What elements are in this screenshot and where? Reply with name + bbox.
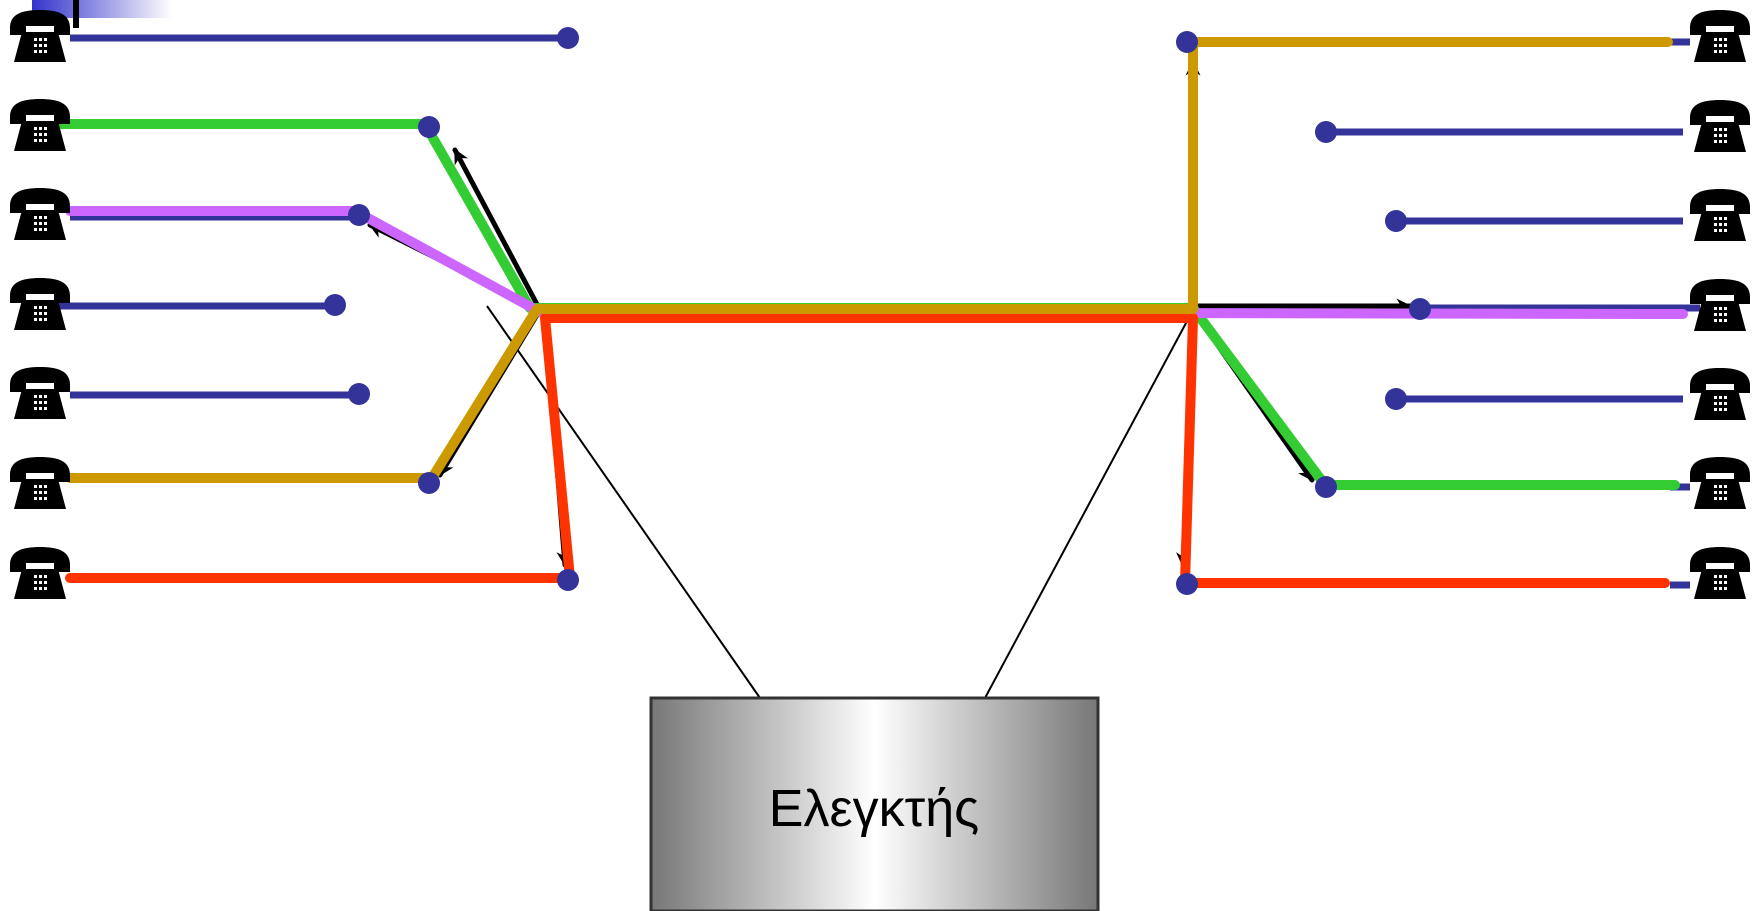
- gold-connection-path: [65, 37, 1673, 483]
- endpoint-right-7: [1176, 573, 1198, 595]
- control-link-right: [984, 309, 1194, 699]
- control-link-left: [486, 305, 761, 699]
- telephone-icon: [10, 547, 70, 599]
- endpoint-left-1: [557, 27, 579, 49]
- telephone-icon: [10, 457, 70, 509]
- endpoint-right-5: [1385, 388, 1407, 410]
- red-connection-path: [65, 313, 1670, 588]
- endpoint-right-3: [1385, 210, 1407, 232]
- control-links: [486, 305, 1194, 699]
- telephone-icon: [1690, 457, 1750, 509]
- telephone-icon: [1690, 368, 1750, 420]
- endpoint-right-4: [1409, 298, 1431, 320]
- idle-lines: [56, 34, 1700, 589]
- telephone-icon: [10, 188, 70, 240]
- telephone-icon: [1690, 100, 1750, 152]
- endpoint-left-4: [324, 294, 346, 316]
- active-paths: [55, 37, 1688, 588]
- endpoint-left-7: [557, 569, 579, 591]
- corner-accent: [32, 0, 172, 18]
- telephone-icon: [10, 367, 70, 419]
- endpoint-left-3: [348, 204, 370, 226]
- violet-connection-path: [65, 206, 1688, 319]
- controller-label: Ελεγκτής: [769, 780, 979, 838]
- telephone-icon: [1690, 10, 1750, 62]
- controller-frame: [649, 696, 1100, 911]
- endpoint-left-5: [348, 383, 370, 405]
- telephone-icon: [1690, 547, 1750, 599]
- endpoint-left-2: [418, 116, 440, 138]
- endpoint-right-1: [1176, 31, 1198, 53]
- endpoint-right-2: [1315, 121, 1337, 143]
- controller-box: Ελεγκτής: [649, 696, 1100, 911]
- arrow-left-green: [452, 147, 543, 313]
- endpoint-left-6: [418, 472, 440, 494]
- endpoints: [324, 27, 1431, 595]
- endpoint-right-6: [1315, 476, 1337, 498]
- corner-accent-bar: [73, 0, 79, 28]
- telephone-icon: [1690, 189, 1750, 241]
- telephone-icon: [10, 10, 70, 62]
